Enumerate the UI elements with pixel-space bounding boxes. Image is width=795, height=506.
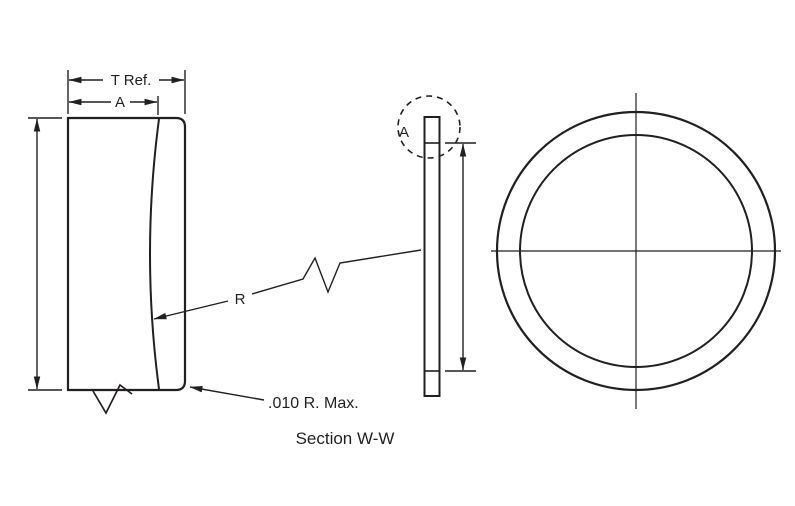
a-dim-label: A xyxy=(115,94,125,111)
detail-callout-label: A xyxy=(399,124,409,141)
t-ref-label: T Ref. xyxy=(111,72,152,89)
edge-view xyxy=(423,116,441,397)
section-view xyxy=(66,116,187,392)
edge-view-outline xyxy=(423,116,441,397)
section-outline xyxy=(66,116,187,392)
dimension-a: A xyxy=(68,94,159,115)
radius-label: R xyxy=(235,291,246,308)
dimension-inner xyxy=(445,142,476,372)
corner-radius-callout: .010 R. Max. xyxy=(189,385,359,412)
concave-surface-curve xyxy=(149,118,160,390)
corner-note-label: .010 R. Max. xyxy=(268,395,359,412)
radius-leader: R xyxy=(153,249,422,320)
detail-circle xyxy=(397,95,461,159)
break-line xyxy=(92,383,133,415)
front-view xyxy=(491,93,781,409)
detail-circle-a: A xyxy=(397,95,461,159)
dimension-height xyxy=(28,117,62,391)
section-caption: Section W-W xyxy=(296,429,395,448)
dimension-t-ref: T Ref. xyxy=(67,70,186,114)
